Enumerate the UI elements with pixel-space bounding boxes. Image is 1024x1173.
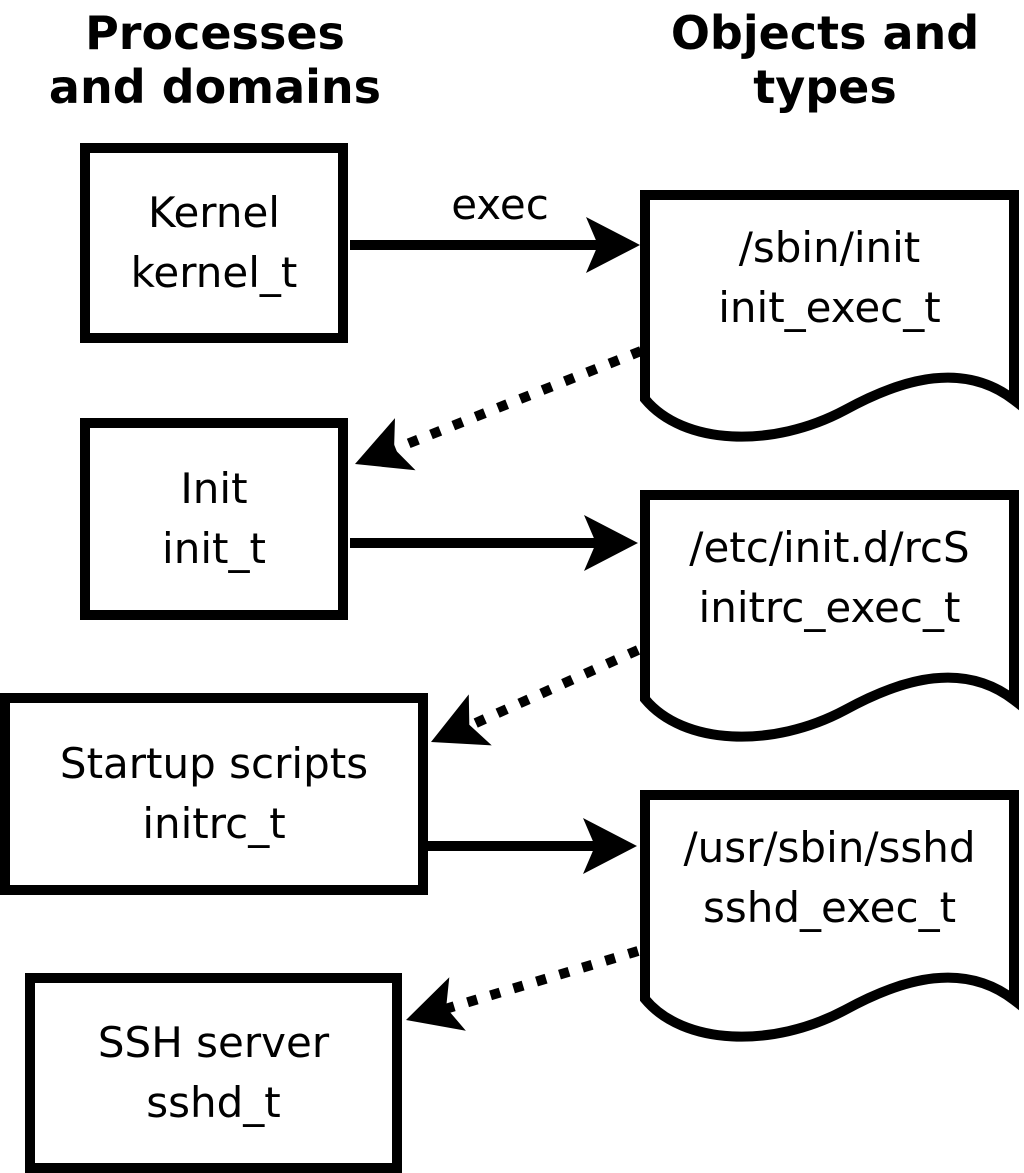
process-box-ssh-server: SSH server sshd_t	[25, 973, 402, 1173]
header-line-2: types	[753, 60, 897, 114]
process-name: Kernel	[148, 188, 280, 237]
object-label-sbin-init: /sbin/init init_exec_t	[640, 193, 1019, 363]
dotted-arrow-sbin-init-to-init	[355, 346, 643, 471]
process-name: SSH server	[97, 1018, 330, 1067]
process-type: init_t	[162, 524, 266, 573]
object-label-usr-sbin-sshd: /usr/sbin/sshd sshd_exec_t	[640, 793, 1019, 963]
process-box-init: Init init_t	[80, 418, 348, 620]
solid-arrow-startup-to-sshd	[425, 818, 637, 874]
object-type: init_exec_t	[718, 283, 941, 332]
header-line-2: and domains	[48, 60, 382, 114]
dotted-arrow-rcs-to-startup	[431, 645, 641, 746]
header-objects-and-types: Objects and types	[625, 6, 1024, 114]
process-type: sshd_t	[146, 1078, 281, 1127]
process-box-kernel: Kernel kernel_t	[80, 143, 348, 343]
object-type: sshd_exec_t	[702, 883, 957, 932]
process-box-startup-scripts: Startup scripts initrc_t	[0, 693, 428, 895]
header-line-1: Processes	[85, 6, 345, 60]
header-processes-and-domains: Processes and domains	[20, 6, 410, 114]
object-path: /etc/init.d/rcS	[689, 523, 970, 572]
document-shape-sbin-init	[640, 190, 1019, 442]
dotted-arrow-sshd-to-ssh-server	[406, 946, 640, 1031]
document-shape-usr-sbin-sshd	[640, 790, 1019, 1042]
document-shape-etc-initd-rcs	[640, 490, 1019, 742]
exec-arrow-label: exec	[451, 180, 549, 229]
solid-arrow-init-to-rcs	[350, 515, 638, 571]
process-name: Init	[180, 464, 248, 513]
process-name: Startup scripts	[59, 739, 369, 788]
process-type: kernel_t	[130, 248, 298, 297]
object-label-etc-initd-rcs: /etc/init.d/rcS initrc_exec_t	[640, 493, 1019, 663]
object-path: /sbin/init	[738, 223, 921, 272]
header-line-1: Objects and	[670, 6, 980, 60]
process-type: initrc_t	[142, 799, 286, 848]
object-path: /usr/sbin/sshd	[683, 823, 976, 872]
object-type: initrc_exec_t	[698, 583, 961, 632]
